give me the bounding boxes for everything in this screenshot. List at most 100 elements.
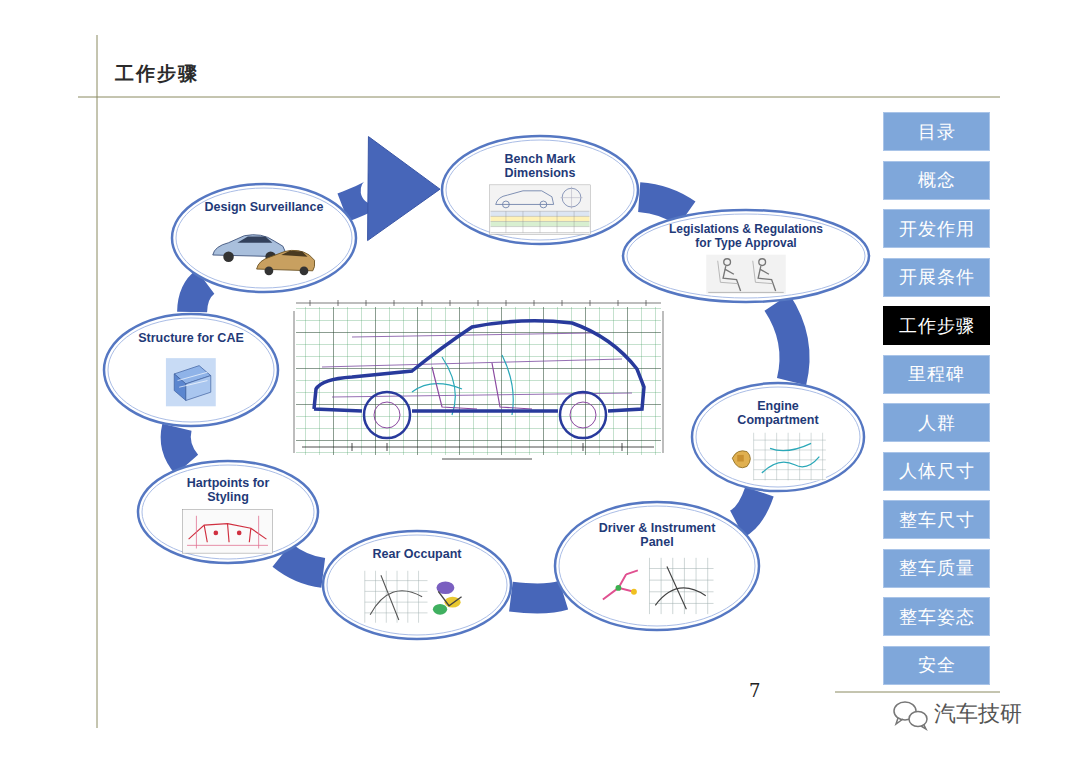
vehicle-package-drawing: [292, 297, 665, 470]
node-label: 人群: [918, 411, 956, 435]
node-label: Structure for CAE: [130, 331, 251, 345]
node-label: 安全: [918, 653, 956, 677]
node-label: Legislations & Regulations for Type Appr…: [661, 223, 831, 251]
ellipse-inner-border: [327, 535, 507, 635]
design-cars-image: [211, 217, 316, 283]
node-text-box: 里程碑: [884, 356, 989, 393]
step-ellipse: Legislations & Regulations for Type Appr…: [621, 208, 871, 304]
nav-button: 人群: [883, 403, 990, 442]
node-label: 人体尺寸: [899, 459, 975, 483]
slide-title: 工作步骤: [115, 61, 199, 87]
node-label: 整车质量: [899, 556, 975, 580]
node-text-box: 整车尺寸: [884, 501, 989, 538]
ring-band: [192, 282, 205, 312]
ellipse-inner-border: [627, 214, 865, 298]
node-label: Bench Mark Dimensions: [472, 152, 608, 181]
step-ellipse: Driver & Instrument Panel: [553, 500, 761, 632]
nav-button: 开展条件: [883, 258, 990, 297]
node-text-box: 整车质量: [884, 550, 989, 587]
node-label: 目录: [918, 120, 956, 144]
node-text-box: 人群: [884, 404, 989, 441]
ring-connector: [639, 197, 687, 214]
node-label: Rear Occupant: [352, 547, 483, 561]
ellipse-inner-border: [446, 140, 634, 240]
step-ellipse: Engine Compartment: [690, 381, 866, 493]
step-ellipse: Rear Occupant: [321, 529, 513, 641]
ellipse-inner-border: [696, 387, 860, 487]
ellipse-border: [323, 531, 511, 639]
nav-button: 整车姿态: [883, 597, 990, 636]
node-label: 工作步骤: [899, 314, 975, 338]
node-text-box: Engine Compartment: [718, 399, 838, 428]
node-text-box: Hartpoints for Styling: [165, 476, 290, 505]
node-text-box: 工作步骤: [884, 307, 989, 344]
ellipse-border: [442, 136, 638, 244]
arrow-head: [368, 137, 440, 241]
page-number: 7: [749, 680, 760, 701]
node-label: 整车尺寸: [899, 508, 975, 532]
node-text-box: 整车姿态: [884, 598, 989, 635]
node-text-box: Driver & Instrument Panel: [586, 521, 727, 550]
ellipse-inner-border: [108, 318, 274, 422]
node-label: 开展条件: [899, 265, 975, 289]
ring-band: [777, 303, 795, 382]
node-text-box: Design Surveillance: [200, 200, 328, 214]
wechat-icon: [894, 702, 927, 729]
node-label: 开发作用: [899, 217, 975, 241]
ellipse-border: [172, 184, 356, 292]
node-text-box: 目录: [884, 113, 989, 150]
node-label: 整车姿态: [899, 605, 975, 629]
nav-button: 工作步骤: [883, 306, 990, 345]
node-label: Hartpoints for Styling: [165, 476, 290, 505]
node-text-box: 概念: [884, 162, 989, 199]
ring-band: [737, 492, 759, 524]
benchmark-sheet-image: [484, 184, 596, 235]
ring-band: [176, 427, 187, 464]
ring-connector: [282, 555, 323, 573]
step-ellipse: Structure for CAE: [102, 312, 280, 428]
ring-connector: [192, 282, 205, 312]
ring-connector: [737, 492, 759, 524]
node-label: Driver & Instrument Panel: [586, 521, 727, 550]
nav-button: 概念: [883, 161, 990, 200]
ellipse-border: [623, 210, 869, 302]
node-text-box: 开发作用: [884, 210, 989, 247]
node-text-box: Bench Mark Dimensions: [472, 152, 608, 181]
frame-vertical-line: [97, 35, 98, 728]
driver-panel-image: [599, 553, 715, 619]
node-label: 里程碑: [908, 362, 965, 386]
ellipse-border: [692, 383, 864, 491]
ring-connector: [343, 137, 440, 241]
node-text-box: 人体尺寸: [884, 453, 989, 490]
ring-band: [282, 555, 323, 573]
ring-band: [639, 197, 687, 214]
occupant-dummy-image: [676, 254, 816, 294]
nav-button: 开发作用: [883, 209, 990, 248]
ellipse-border: [138, 461, 318, 563]
nav-button: 目录: [883, 112, 990, 151]
ellipse-inner-border: [559, 506, 755, 626]
nav-button: 安全: [883, 646, 990, 685]
hardpoint-layout-image: [176, 508, 279, 555]
ring-connector: [176, 427, 187, 464]
ring-band: [511, 595, 564, 598]
nav-button: 整车尺寸: [883, 500, 990, 539]
ellipse-inner-border: [176, 188, 352, 288]
node-label: Design Surveillance: [200, 200, 328, 214]
node-text-box: Structure for CAE: [130, 331, 251, 345]
rear-occupant-image: [363, 564, 471, 630]
engine-compartment-image: [729, 431, 828, 482]
node-text-box: Rear Occupant: [352, 547, 483, 561]
step-ellipse: Bench Mark Dimensions: [440, 134, 640, 246]
node-text-box: 开展条件: [884, 259, 989, 296]
node-text-box: 安全: [884, 647, 989, 684]
node-label: 概念: [918, 168, 956, 192]
step-ellipse: Design Surveillance: [170, 182, 358, 294]
cae-structure-image: [141, 348, 241, 416]
nav-button: 人体尺寸: [883, 452, 990, 491]
step-ellipse: Hartpoints for Styling: [136, 459, 320, 565]
title-underline: [78, 97, 1000, 98]
node-label: Engine Compartment: [718, 399, 838, 428]
ring-connector: [777, 303, 795, 382]
